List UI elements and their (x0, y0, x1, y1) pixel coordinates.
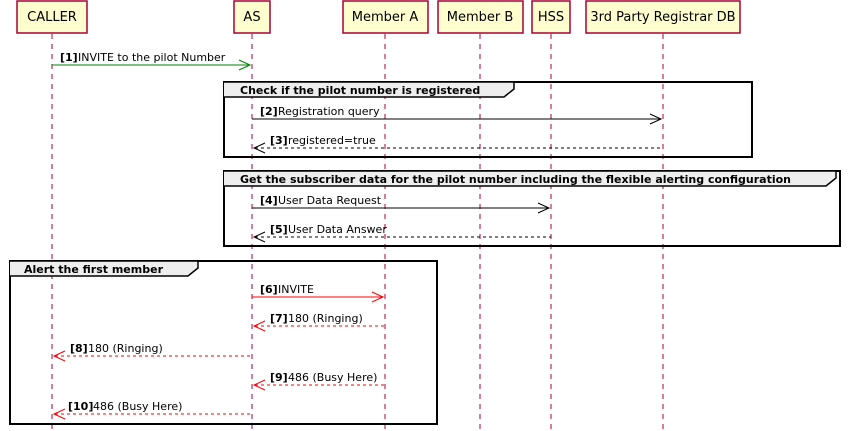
group-title: Check if the pilot number is registered (240, 84, 480, 97)
message-1: [1] INVITE to the pilot Number (52, 51, 252, 71)
message-number: [9] (270, 371, 288, 384)
participant-label: 3rd Party Registrar DB (590, 10, 735, 25)
participant-registrar: 3rd Party Registrar DB (585, 0, 741, 34)
message-number: [6] (260, 283, 278, 296)
message-label: Registration query (278, 105, 380, 118)
message-label: 180 (Ringing) (88, 342, 163, 355)
message-number: [4] (260, 194, 278, 207)
group-title: Get the subscriber data for the pilot nu… (240, 173, 791, 186)
message-7: [7] 180 (Ringing) (252, 312, 385, 332)
message-label: User Data Answer (288, 223, 387, 236)
participant-member-a: Member A (342, 0, 429, 34)
participant-label: AS (243, 10, 260, 25)
group-title: Alert the first member (24, 263, 164, 276)
message-3: [3] registered=true (252, 134, 663, 154)
message-label: INVITE to the pilot Number (78, 51, 226, 64)
participant-label: CALLER (27, 10, 77, 25)
participant-caller: CALLER (16, 0, 88, 34)
message-10: [10] 486 (Busy Here) (52, 400, 252, 420)
message-number: [7] (270, 312, 288, 325)
participant-label: Member B (447, 10, 514, 25)
message-label: 180 (Ringing) (288, 312, 363, 325)
lifelines (51, 34, 664, 431)
message-5: [5] User Data Answer (252, 223, 551, 243)
message-2: [2] Registration query (252, 105, 663, 125)
message-4: [4] User Data Request (252, 194, 551, 214)
group-alert-first-member: Alert the first member (9, 260, 438, 425)
message-number: [8] (70, 342, 88, 355)
message-8: [8] 180 (Ringing) (52, 342, 252, 362)
message-number: [10] (68, 400, 93, 413)
participant-label: Member A (352, 10, 419, 25)
group-check-registration: Check if the pilot number is registered (223, 81, 753, 158)
message-label: User Data Request (278, 194, 382, 207)
message-number: [3] (270, 134, 288, 147)
message-9: [9] 486 (Busy Here) (252, 371, 385, 391)
message-label: 486 (Busy Here) (288, 371, 377, 384)
message-number: [1] (60, 51, 78, 64)
message-number: [5] (270, 223, 288, 236)
group-subscriber-data: Get the subscriber data for the pilot nu… (223, 170, 841, 247)
message-number: [2] (260, 105, 278, 118)
message-label: 486 (Busy Here) (93, 400, 182, 413)
participant-member-b: Member B (437, 0, 524, 34)
message-label: INVITE (278, 283, 314, 296)
message-label: registered=true (288, 134, 376, 147)
participant-as: AS (233, 0, 271, 34)
participant-label: HSS (538, 10, 564, 25)
message-6: [6] INVITE (252, 283, 385, 303)
participant-hss: HSS (531, 0, 571, 34)
